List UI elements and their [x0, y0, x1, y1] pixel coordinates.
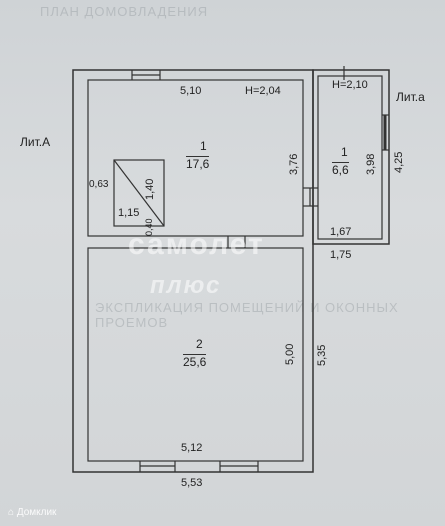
room2-number: 2: [196, 337, 203, 351]
window-bottom-left: [139, 461, 176, 472]
annex-inner-wall: [317, 75, 383, 240]
room2-area: 25,6: [183, 354, 207, 369]
main-building-label: Лит.А: [20, 135, 51, 149]
annex-inner-width: 1,67: [330, 226, 352, 238]
room1-width: 5,10: [180, 85, 202, 97]
annex-outer-wall: [312, 69, 390, 245]
annex-outer-width: 1,75: [330, 249, 352, 261]
watermark-line1: самолет: [128, 228, 265, 261]
annex-inner-height: 3,98: [365, 153, 377, 175]
background-text: ПЛАН ДОМОВЛАДЕНИЯ: [40, 4, 209, 19]
annex-label: Лит.а: [396, 90, 425, 104]
credit-label: ⌂ Домклик: [8, 507, 56, 518]
room2-height: 5,00: [284, 343, 296, 365]
annex-room-area: 6,6: [332, 162, 349, 177]
annex-height-label: H=2,10: [332, 79, 368, 91]
stove-side: 0,63: [89, 179, 109, 190]
room2-width: 5,12: [181, 442, 203, 454]
annex-room-number: 1: [341, 145, 348, 159]
background-text: ЭКСПЛИКАЦИЯ ПОМЕЩЕНИЙ И ОКОННЫХ ПРОЕМОВ: [95, 300, 399, 330]
house-icon: ⌂: [8, 507, 15, 518]
outer-width: 5,53: [181, 477, 203, 489]
outer-height: 5,35: [316, 344, 328, 366]
annex-window: [382, 114, 389, 151]
main-outer-wall: [72, 69, 314, 473]
room1-inner-wall: [87, 79, 304, 237]
room1-right-dimension: 3,76: [288, 153, 300, 175]
window-bottom-right: [219, 461, 259, 472]
annex-outer-height: 4,25: [393, 151, 405, 173]
window-top: [131, 70, 161, 80]
room2-inner-wall: [87, 247, 304, 462]
room1-height-label: H=2,04: [245, 85, 281, 97]
room1-area: 17,6: [186, 156, 210, 171]
stove-height: 1,40: [144, 178, 156, 200]
stove-width: 1,15: [118, 207, 140, 219]
door-room1-room2: [227, 236, 246, 248]
credit-text: Домклик: [16, 507, 57, 518]
door-room1-annex: [303, 187, 318, 207]
stove: [113, 159, 165, 227]
room1-number: 1: [200, 139, 207, 153]
watermark-line2: плюс: [150, 272, 222, 299]
